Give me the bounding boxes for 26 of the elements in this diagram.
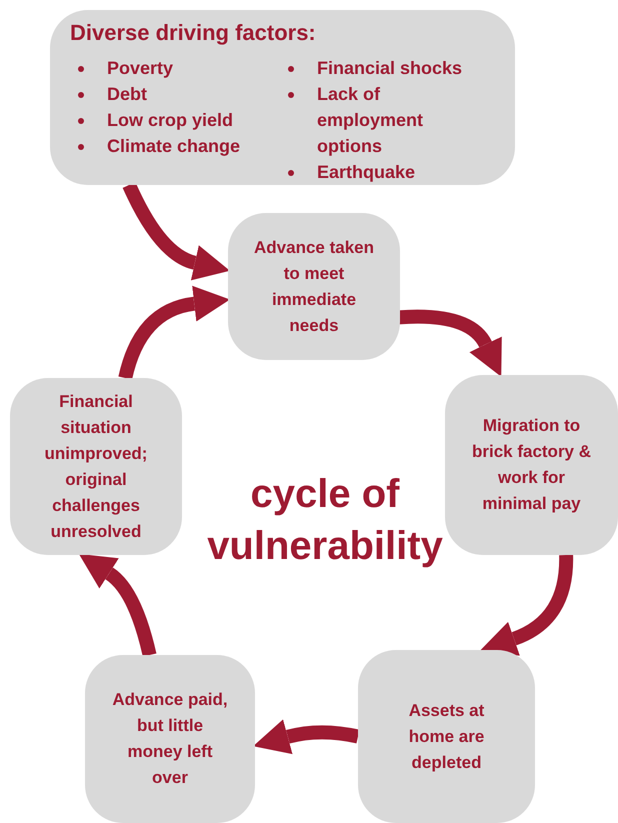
list-item: Lack of employment options — [317, 84, 424, 156]
step-text: Advance taken to meet immediate needs — [253, 236, 375, 336]
step-text: Advance paid, but little money left over — [111, 689, 229, 789]
curved-arrow — [122, 182, 230, 280]
step-text: Assets at home are depleted — [408, 700, 486, 774]
list-item: Low crop yield — [107, 110, 234, 130]
curved-arrow — [80, 552, 156, 657]
cycle-step-box — [445, 375, 618, 555]
rounded-box — [50, 10, 515, 185]
step-text: Financial situation unimproved; original challenges unresolved — [44, 390, 148, 542]
list-item: Financial shocks — [317, 58, 462, 78]
curved-arrow — [398, 310, 504, 376]
cycle-step-box — [228, 213, 400, 360]
cycle-step-box — [85, 655, 255, 823]
list-item: Climate change — [107, 136, 240, 156]
curved-arrow — [480, 554, 574, 656]
list-item: Debt — [107, 84, 147, 104]
cycle-step-box — [358, 650, 535, 823]
curved-arrow — [118, 286, 230, 380]
cycle-step-box — [10, 378, 182, 555]
step-text: Migration to brick factory & work for minimal pay — [470, 415, 592, 515]
curved-arrow — [252, 719, 360, 754]
list-item: Poverty — [107, 58, 174, 78]
list-item: Earthquake — [317, 162, 416, 182]
center-title: cycle of vulnerability — [206, 471, 444, 570]
heading: Diverse driving factors: — [70, 20, 316, 46]
